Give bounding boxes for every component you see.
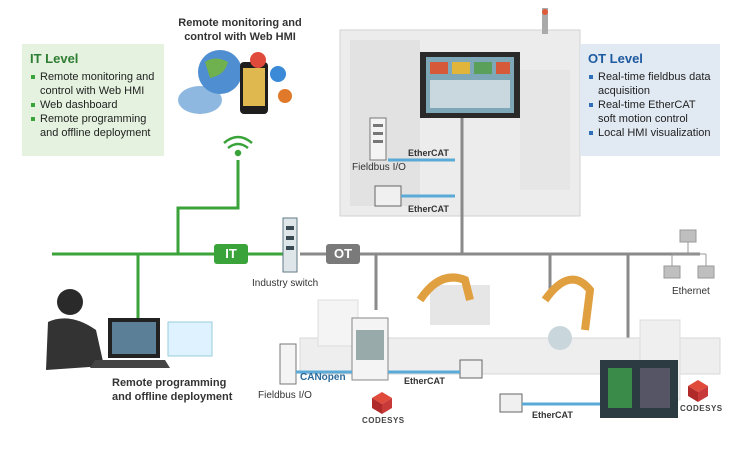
industry-switch-device	[282, 217, 298, 273]
ot-item: Real-time EtherCAT soft motion control	[588, 98, 712, 126]
servo-motor-icon	[374, 185, 455, 207]
ie-icon	[270, 66, 286, 82]
ot-level-title: OT Level	[588, 51, 643, 66]
ot-level-panel: OT Level Real-time fieldbus data acquisi…	[580, 44, 720, 156]
ethercat-label: EtherCAT	[532, 410, 573, 420]
machine-cabinet	[339, 8, 581, 217]
ethercat-label: EtherCAT	[404, 376, 445, 386]
ethercat-label: EtherCAT	[408, 148, 449, 158]
wifi-icon	[223, 135, 253, 157]
it-item: Remote programming and offline deploymen…	[30, 112, 156, 140]
ethercat-label: EtherCAT	[408, 204, 449, 214]
fieldbus-io-label-top: Fieldbus I/O	[352, 162, 406, 173]
industry-switch-label: Industry switch	[252, 278, 319, 289]
it-level-panel: IT Level Remote monitoring and control w…	[22, 44, 164, 156]
codesys-logo-left	[372, 392, 392, 414]
smartphone-icon	[240, 62, 268, 114]
codesys-label: CODESYS	[680, 404, 723, 413]
codesys-label: CODESYS	[362, 416, 405, 425]
embedded-controller-right	[600, 360, 678, 418]
chrome-icon	[250, 52, 266, 68]
it-network-lines	[52, 160, 283, 330]
remote-programmer-figure	[46, 289, 213, 370]
web-hmi-caption: Remote monitoring and control with Web H…	[178, 17, 302, 43]
it-item: Remote monitoring and control with Web H…	[30, 70, 156, 98]
canopen-label: CANopen	[300, 372, 346, 383]
fieldbus-io-device-top	[369, 117, 387, 161]
ethernet-label: Ethernet	[672, 286, 710, 297]
fieldbus-io-label-bottom: Fieldbus I/O	[258, 390, 312, 401]
it-level-title: IT Level	[30, 51, 79, 66]
remote-programming-caption: Remote programming and offline deploymen…	[112, 377, 233, 403]
it-tag: IT	[214, 244, 248, 264]
it-item: Web dashboard	[30, 98, 156, 112]
ethernet-network-icon	[663, 229, 715, 279]
servo-motor-bottom-1	[388, 359, 483, 379]
ot-tag: OT	[326, 244, 360, 264]
fieldbus-io-device-bottom	[279, 343, 352, 385]
ot-item: Real-time fieldbus data acquisition	[588, 70, 712, 98]
firefox-icon	[278, 89, 292, 103]
globe-cloud-icon	[178, 50, 242, 114]
codesys-logo-right	[688, 380, 708, 402]
embedded-controller-left	[351, 317, 389, 381]
ot-item: Local HMI visualization	[588, 126, 712, 140]
servo-motor-bottom-2	[499, 393, 600, 413]
